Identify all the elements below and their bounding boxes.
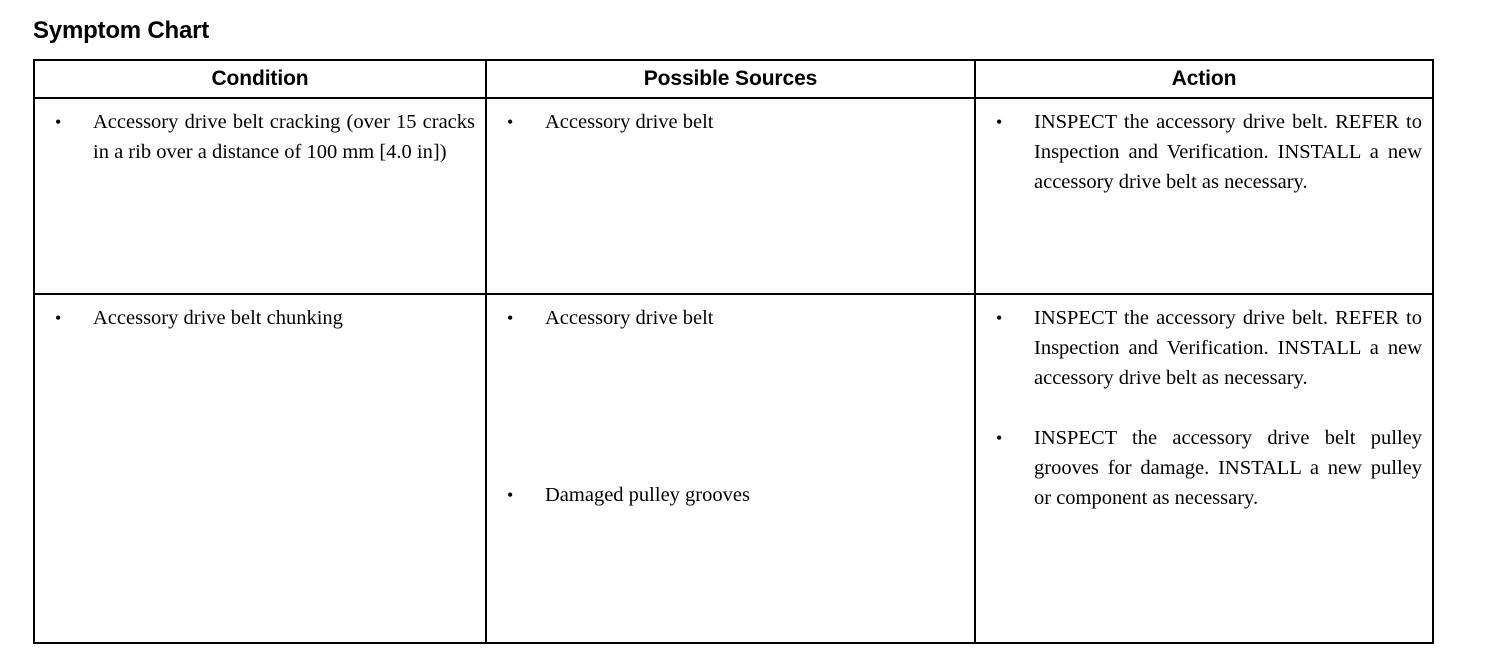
cell-content-condition: Accessory drive belt chunking — [35, 295, 485, 642]
cell-action: INSPECT the accessory drive belt. REFER … — [974, 97, 1434, 295]
list-item-text: Accessory drive belt — [545, 307, 714, 329]
bullet-list-condition: Accessory drive belt cracking (over 15 c… — [45, 107, 475, 167]
table-row: Accessory drive belt chunking Accessory … — [33, 293, 1434, 644]
list-item: Accessory drive belt — [497, 303, 964, 333]
cell-condition: Accessory drive belt chunking — [33, 293, 487, 644]
cell-content-sources: Accessory drive belt — [487, 99, 974, 293]
column-header-condition: Condition — [33, 59, 487, 99]
list-item-text: Accessory drive belt chunking — [93, 307, 343, 329]
list-item-text: INSPECT the accessory drive belt pulley … — [1034, 427, 1422, 509]
cell-content-sources: Accessory drive belt Damaged pulley groo… — [487, 295, 974, 642]
page-title: Symptom Chart — [33, 17, 210, 44]
cell-condition: Accessory drive belt cracking (over 15 c… — [33, 97, 487, 295]
list-item: INSPECT the accessory drive belt pulley … — [986, 423, 1422, 513]
cell-action: INSPECT the accessory drive belt. REFER … — [974, 293, 1434, 644]
cell-content-action: INSPECT the accessory drive belt. REFER … — [976, 99, 1432, 293]
list-item: INSPECT the accessory drive belt. REFER … — [986, 303, 1422, 393]
list-item-text: Accessory drive belt cracking (over 15 c… — [93, 111, 475, 163]
list-item: Accessory drive belt chunking — [45, 303, 475, 333]
bullet-list-sources: Accessory drive belt — [497, 107, 964, 137]
column-header-possible-sources: Possible Sources — [485, 59, 976, 99]
bullet-list-action: INSPECT the accessory drive belt. REFER … — [986, 303, 1422, 513]
table-body: Accessory drive belt cracking (over 15 c… — [33, 97, 1434, 644]
cell-content-condition: Accessory drive belt cracking (over 15 c… — [35, 99, 485, 293]
cell-content-action: INSPECT the accessory drive belt. REFER … — [976, 295, 1432, 642]
cell-possible-sources: Accessory drive belt — [485, 97, 976, 295]
list-item-text: INSPECT the accessory drive belt. REFER … — [1034, 307, 1422, 389]
bullet-list-sources: Accessory drive belt Damaged pulley groo… — [497, 303, 964, 510]
table-row: Accessory drive belt cracking (over 15 c… — [33, 97, 1434, 295]
list-item: Accessory drive belt cracking (over 15 c… — [45, 107, 475, 167]
bullet-list-action: INSPECT the accessory drive belt. REFER … — [986, 107, 1422, 197]
bullet-list-condition: Accessory drive belt chunking — [45, 303, 475, 333]
list-item-text: Accessory drive belt — [545, 111, 714, 133]
list-item-text: INSPECT the accessory drive belt. REFER … — [1034, 111, 1422, 193]
list-item: INSPECT the accessory drive belt. REFER … — [986, 107, 1422, 197]
header-row: Condition Possible Sources Action — [33, 59, 1434, 99]
symptom-chart-table: Condition Possible Sources Action Access… — [33, 59, 1434, 644]
column-header-action: Action — [974, 59, 1434, 99]
list-item: Accessory drive belt — [497, 107, 964, 137]
table-header: Condition Possible Sources Action — [33, 59, 1434, 99]
list-item: Damaged pulley grooves — [497, 480, 964, 510]
cell-possible-sources: Accessory drive belt Damaged pulley groo… — [485, 293, 976, 644]
list-item-text: Damaged pulley grooves — [545, 484, 750, 506]
